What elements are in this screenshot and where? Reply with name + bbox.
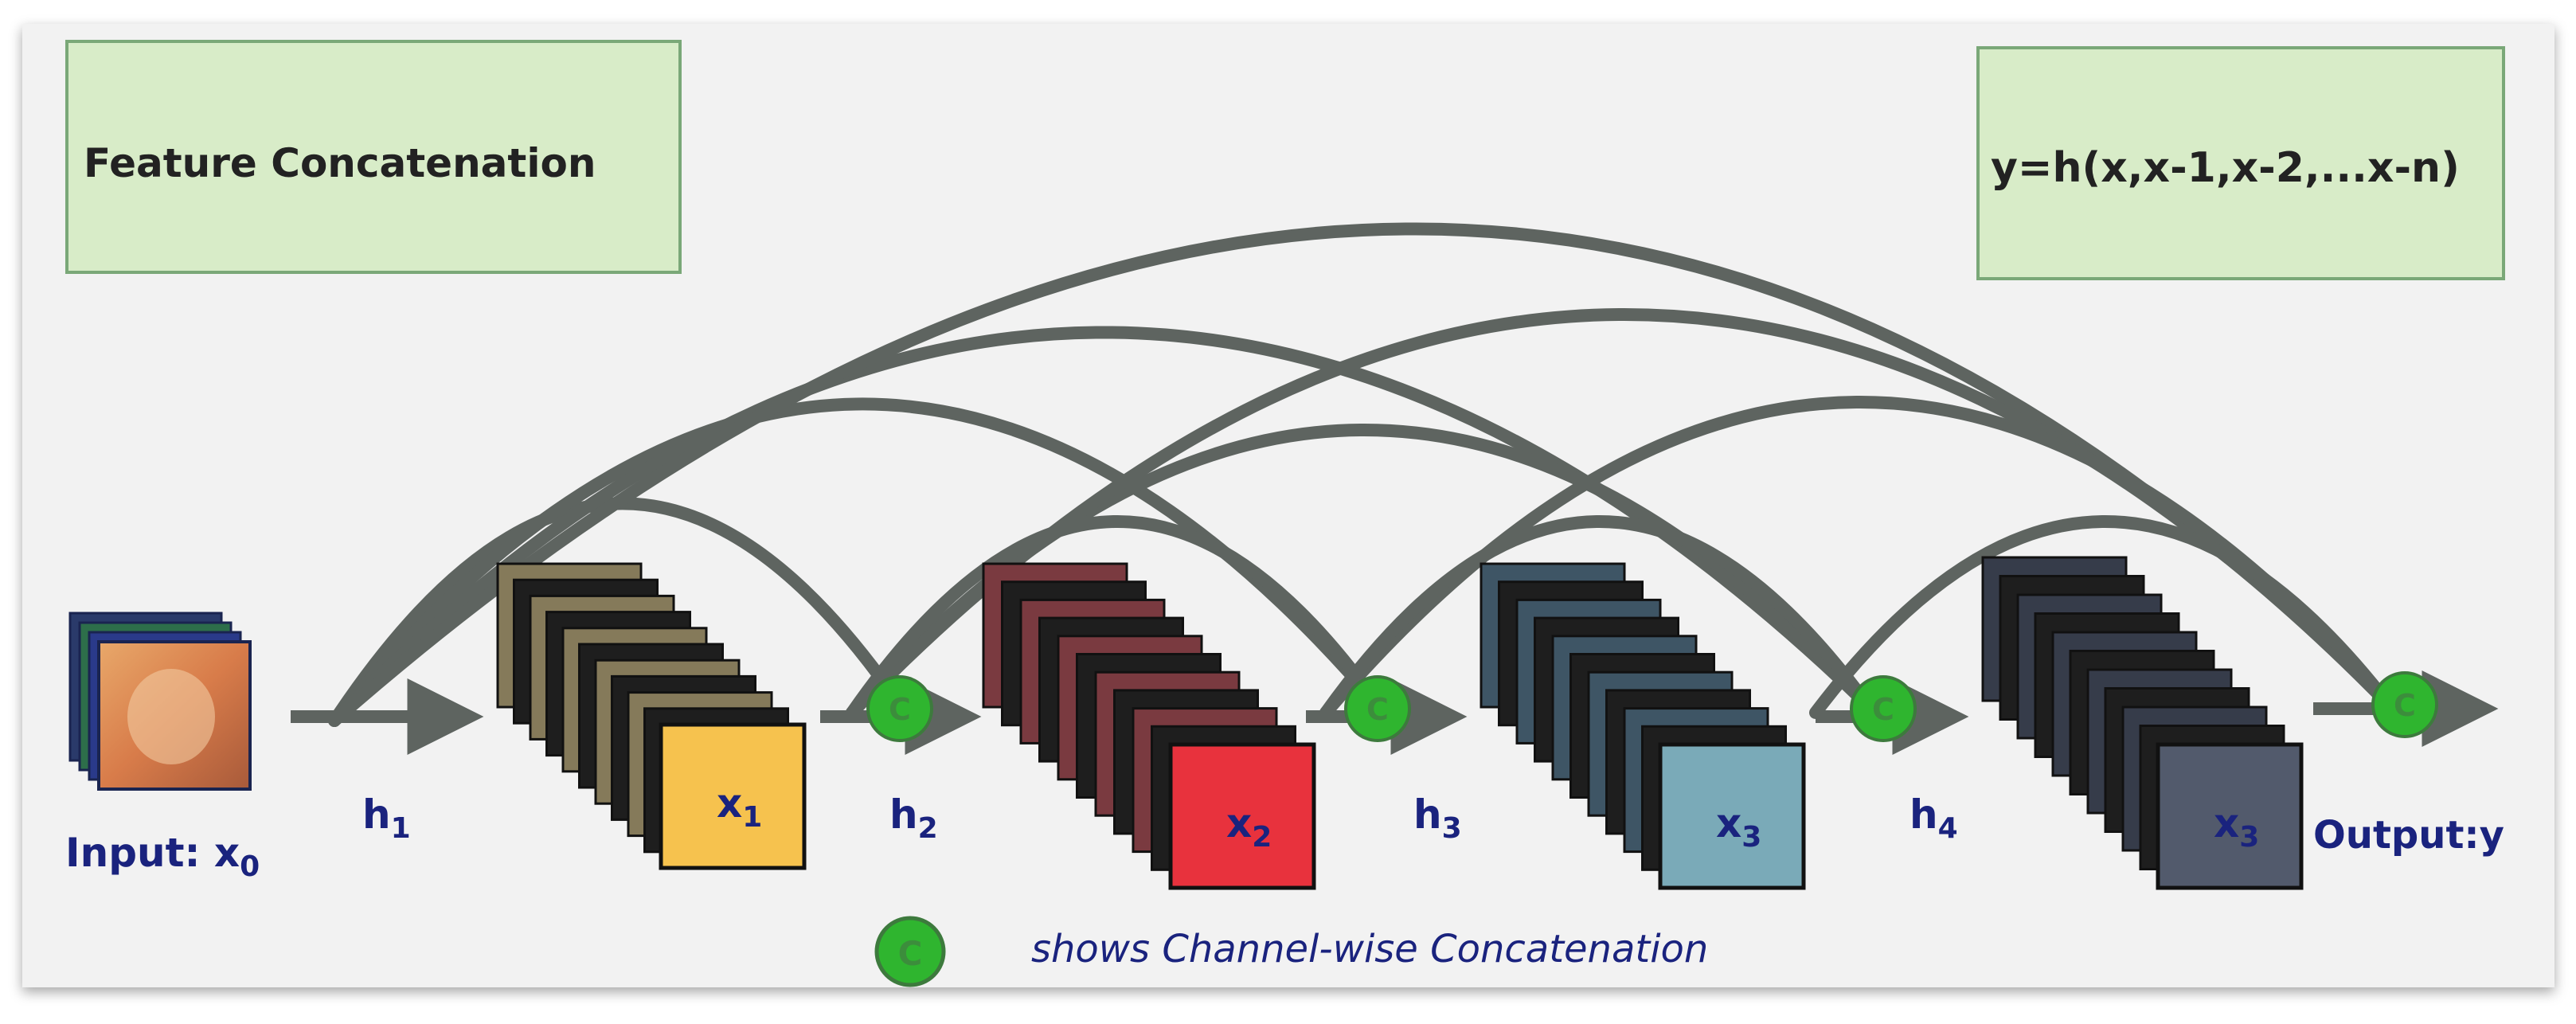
concat-node-2: C [1344,675,1411,742]
feature-block-4: x3 [1981,556,2304,890]
transition-label-1: h1 [362,791,411,845]
formula-label: y=h(x,x-1,x-2,...x-n) [1991,144,2460,192]
feature-map-front [2156,742,2304,890]
legend: C shows Channel-wise Concatenation [874,916,1708,987]
skip-connections [328,222,2395,727]
feature-block-3: x3 [1480,562,1806,890]
feature-concatenation-box: Feature Concatenation [65,40,682,274]
concat-symbol: C [889,692,911,727]
feature-map-front [1168,742,1316,890]
concat-circle [1850,675,1917,742]
feature-concatenation-label: Feature Concatenation [84,140,596,186]
block-label-4: x3 [2214,800,2259,854]
transition-label-3: h3 [1413,791,1462,845]
feature-block-1: x1 [496,562,807,870]
concat-circle [1344,675,1411,742]
arc-c1-to-c2 [846,515,1384,719]
block-label-3: x3 [1716,800,1761,854]
concat-node-3: C [1850,675,1917,742]
arc-c2-to-c3 [1319,515,1874,719]
input-image [68,612,252,791]
concat-node-4: C [2371,671,2438,738]
block-label-2: x2 [1226,800,1272,854]
concat-circle [2371,671,2438,738]
input-label: Input: x0 [65,830,260,883]
feature-blocks: x1 x2 x3 x3 [496,556,2304,890]
legend-text: shows Channel-wise Concatenation [1031,927,1708,971]
feature-map-front [659,722,807,870]
feature-map-front [1658,742,1806,890]
transition-label-2: h2 [889,791,938,845]
feature-block-2: x2 [982,562,1316,890]
formula-box: y=h(x,x-1,x-2,...x-n) [1976,46,2505,280]
transition-label-4: h4 [1910,791,1958,845]
concat-symbol: C [1366,692,1389,727]
concat-node-1: C [866,675,933,742]
arc-input-to-c4 [328,222,2395,727]
concat-symbol: C [2394,688,2416,723]
transition-labels: h1 h2 h3 h4 [362,791,1958,845]
concat-symbol: C [1872,692,1894,727]
output-label: Output:y [2313,813,2504,858]
block-label-1: x1 [717,780,762,834]
legend-concat-symbol: C [898,934,923,973]
concat-circle [866,675,933,742]
legend-concat-icon [874,916,946,987]
arc-c3-to-c4 [1809,515,2395,719]
